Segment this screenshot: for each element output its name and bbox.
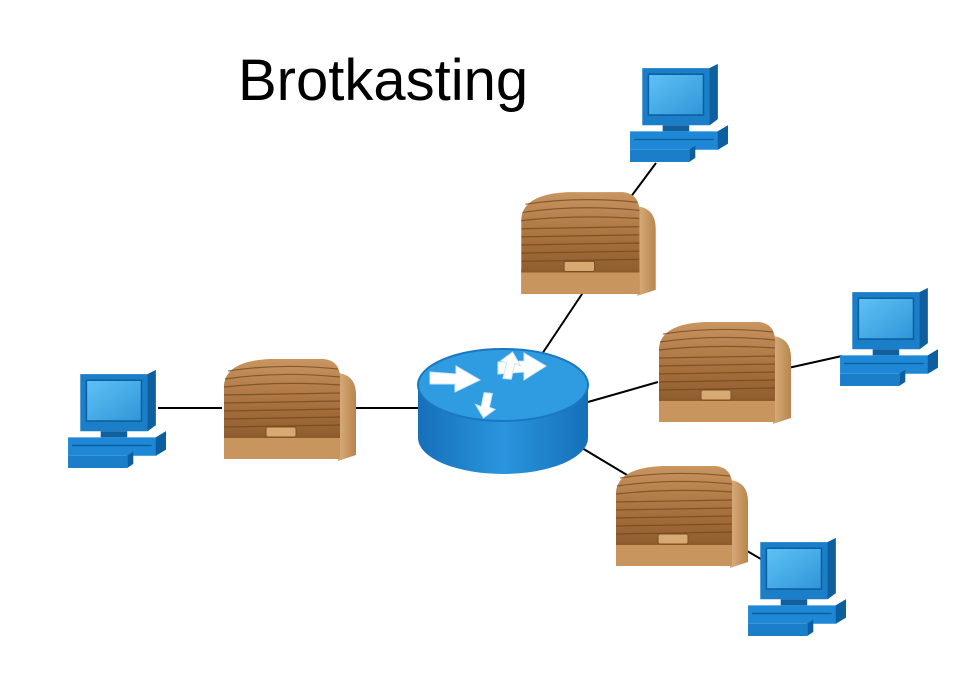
link-router-breadbox-right <box>587 381 659 403</box>
computer-left-icon <box>67 369 167 469</box>
network-links <box>158 162 843 563</box>
computer-top-icon <box>629 63 729 163</box>
breadbox-bottom-icon <box>615 465 749 569</box>
link-router-breadbox-bottom <box>581 447 633 479</box>
breadbox-top-icon <box>520 191 657 297</box>
breadbox-right-icon <box>658 321 792 425</box>
link-breadbox-right-computer-right <box>787 355 843 369</box>
breadbox-left-icon <box>223 358 357 462</box>
computer-right-icon <box>839 287 939 387</box>
diagram-title: Brotkasting <box>238 48 528 113</box>
router-icon <box>417 348 589 474</box>
link-breadbox-top-computer-top <box>629 162 657 199</box>
computer-bottom-icon <box>747 537 847 637</box>
link-router-breadbox-top <box>537 281 591 361</box>
